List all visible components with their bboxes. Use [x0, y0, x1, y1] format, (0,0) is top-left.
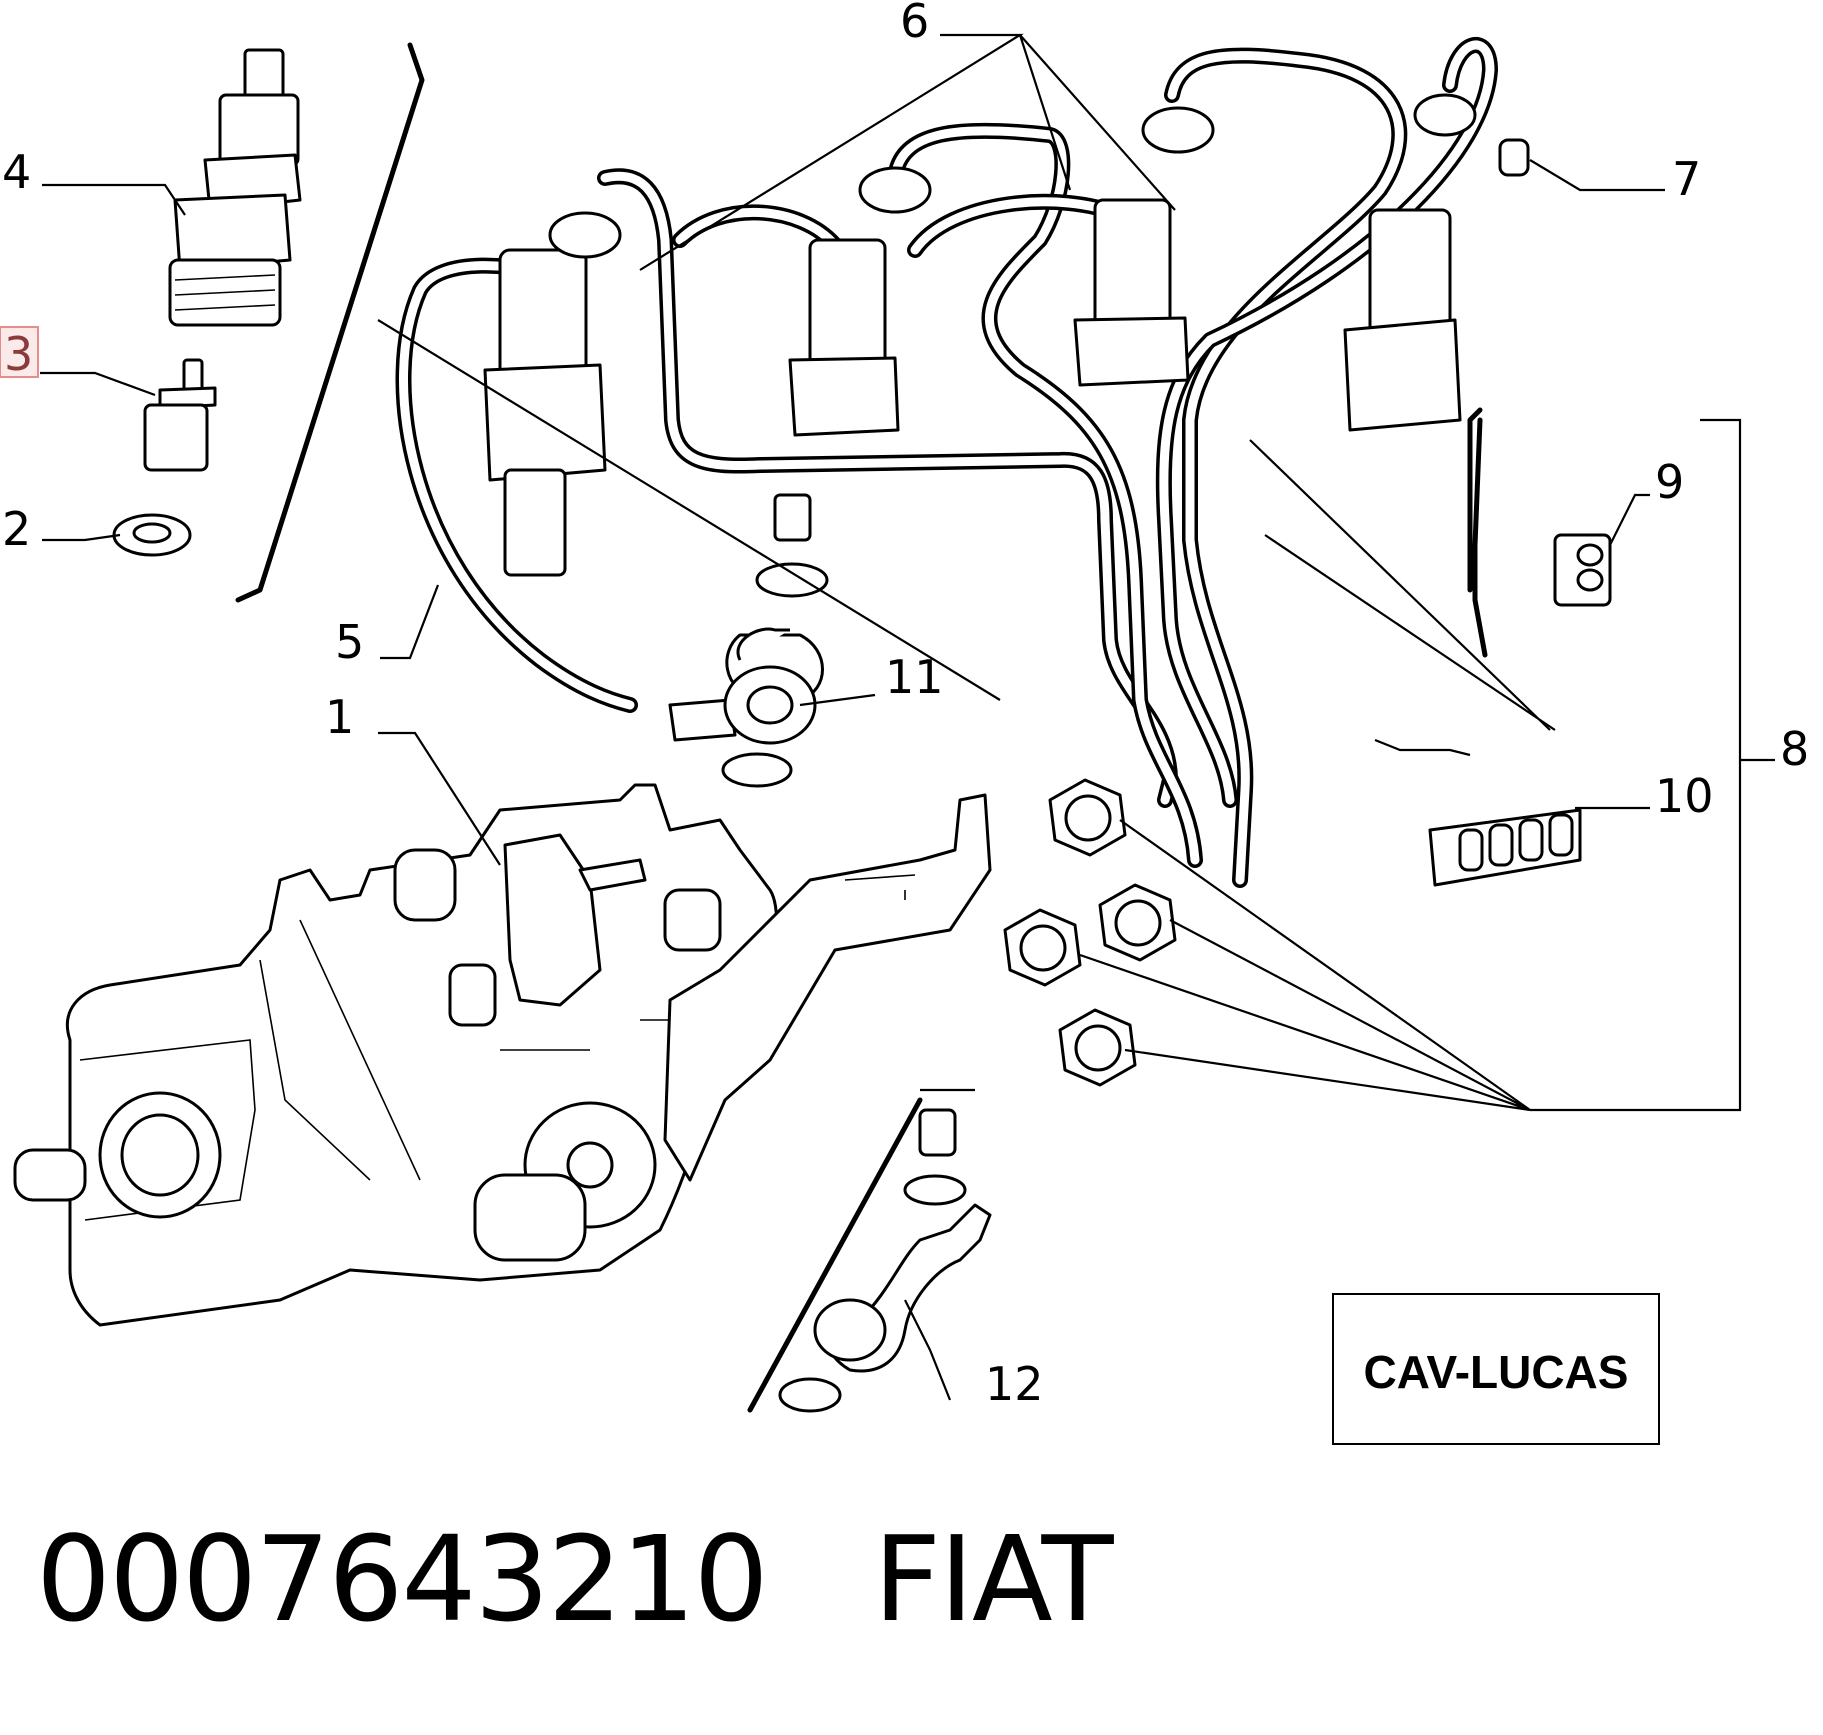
callout-5: 5	[335, 615, 364, 669]
callout-1: 1	[325, 690, 354, 744]
washer-part-2	[112, 513, 192, 557]
injector-bodies	[483, 93, 1477, 577]
callout-numbers: 1 2 3 4 5 6 7 8 9 10 11 12	[0, 0, 1809, 1411]
pipe-clip-9	[1553, 533, 1612, 607]
callout-12: 12	[985, 1357, 1044, 1411]
union-nut-c	[1098, 883, 1177, 962]
callout-6: 6	[900, 0, 929, 48]
part-number: 0007643210	[36, 1510, 769, 1648]
callout-9: 9	[1655, 455, 1684, 509]
return-fitting-12	[778, 1108, 992, 1413]
callout-3-highlight	[0, 326, 39, 378]
injector-3	[1073, 106, 1215, 387]
union-nut-a	[1048, 778, 1127, 857]
brand-name: FIAT	[873, 1510, 1113, 1648]
callout-11: 11	[885, 650, 944, 704]
group-brackets	[235, 42, 1775, 1413]
callout-8: 8	[1780, 722, 1809, 776]
footer-caption: 0007643210 FIAT	[36, 1510, 1114, 1648]
variant-label-box: CAV-LUCAS	[1332, 1293, 1660, 1445]
injection-pump-1	[13, 783, 779, 1327]
union-nut-d	[1058, 1008, 1137, 1087]
banjo-fitting-11	[668, 493, 829, 788]
variant-label: CAV-LUCAS	[1364, 1346, 1629, 1398]
callout-3: 3	[4, 327, 33, 381]
nozzle-part-3	[143, 358, 217, 472]
pump-bracket	[663, 793, 992, 1182]
injector-1	[483, 211, 622, 577]
injector-4	[1343, 93, 1477, 432]
union-nut-b	[1003, 908, 1082, 987]
pipe-union-nuts-8	[1003, 778, 1177, 1087]
cap-part-7	[1498, 138, 1530, 177]
pipe-clip-10	[1428, 808, 1582, 887]
injector-part-4	[168, 48, 302, 327]
injector-2	[788, 166, 932, 437]
callout-7: 7	[1672, 152, 1701, 206]
callout-2: 2	[2, 502, 31, 556]
callout-10: 10	[1655, 769, 1714, 823]
callout-4: 4	[2, 145, 31, 199]
leader-lines	[40, 33, 1665, 1401]
